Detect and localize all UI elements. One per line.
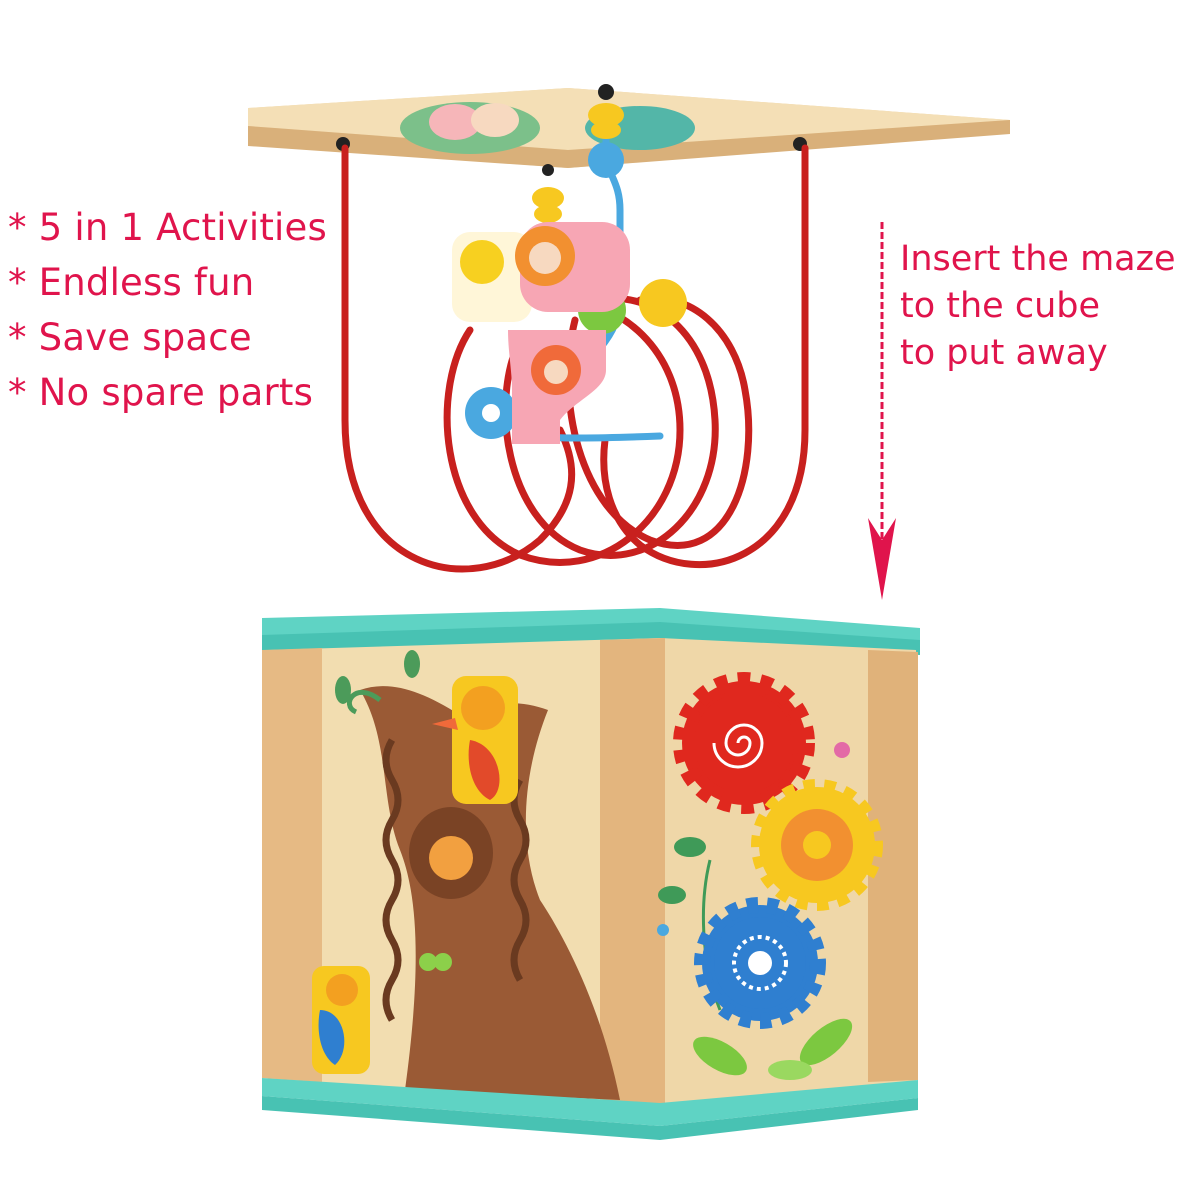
instruction-line: to put away bbox=[900, 333, 1108, 373]
feature-item: * No spare parts bbox=[8, 371, 314, 414]
gear-blue bbox=[694, 897, 826, 1029]
maze-figures bbox=[452, 222, 630, 444]
gear-red bbox=[673, 672, 815, 814]
feature-item: * Save space bbox=[8, 316, 252, 359]
maze-red-wires bbox=[341, 144, 809, 573]
instruction-line: to the cube bbox=[900, 286, 1101, 326]
wavy-track-right bbox=[510, 778, 530, 982]
maze-board bbox=[248, 84, 1010, 176]
tree-panel bbox=[335, 650, 620, 1100]
instruction-line: Insert the maze bbox=[900, 239, 1176, 279]
bird-block-top bbox=[432, 676, 518, 804]
feature-list: * 5 in 1 Activities * Endless fun * Save… bbox=[8, 200, 327, 420]
gear-yellow bbox=[751, 779, 883, 911]
feature-item: * Endless fun bbox=[8, 261, 255, 304]
wavy-track-left bbox=[382, 738, 402, 1022]
feature-item: * 5 in 1 Activities bbox=[8, 206, 327, 249]
bird-block-bottom bbox=[312, 966, 370, 1074]
down-arrow-icon bbox=[868, 222, 896, 600]
instruction-text: Insert the maze to the cube to put away bbox=[900, 236, 1176, 377]
activity-cube bbox=[262, 608, 920, 1140]
flower-decor bbox=[657, 742, 853, 1080]
